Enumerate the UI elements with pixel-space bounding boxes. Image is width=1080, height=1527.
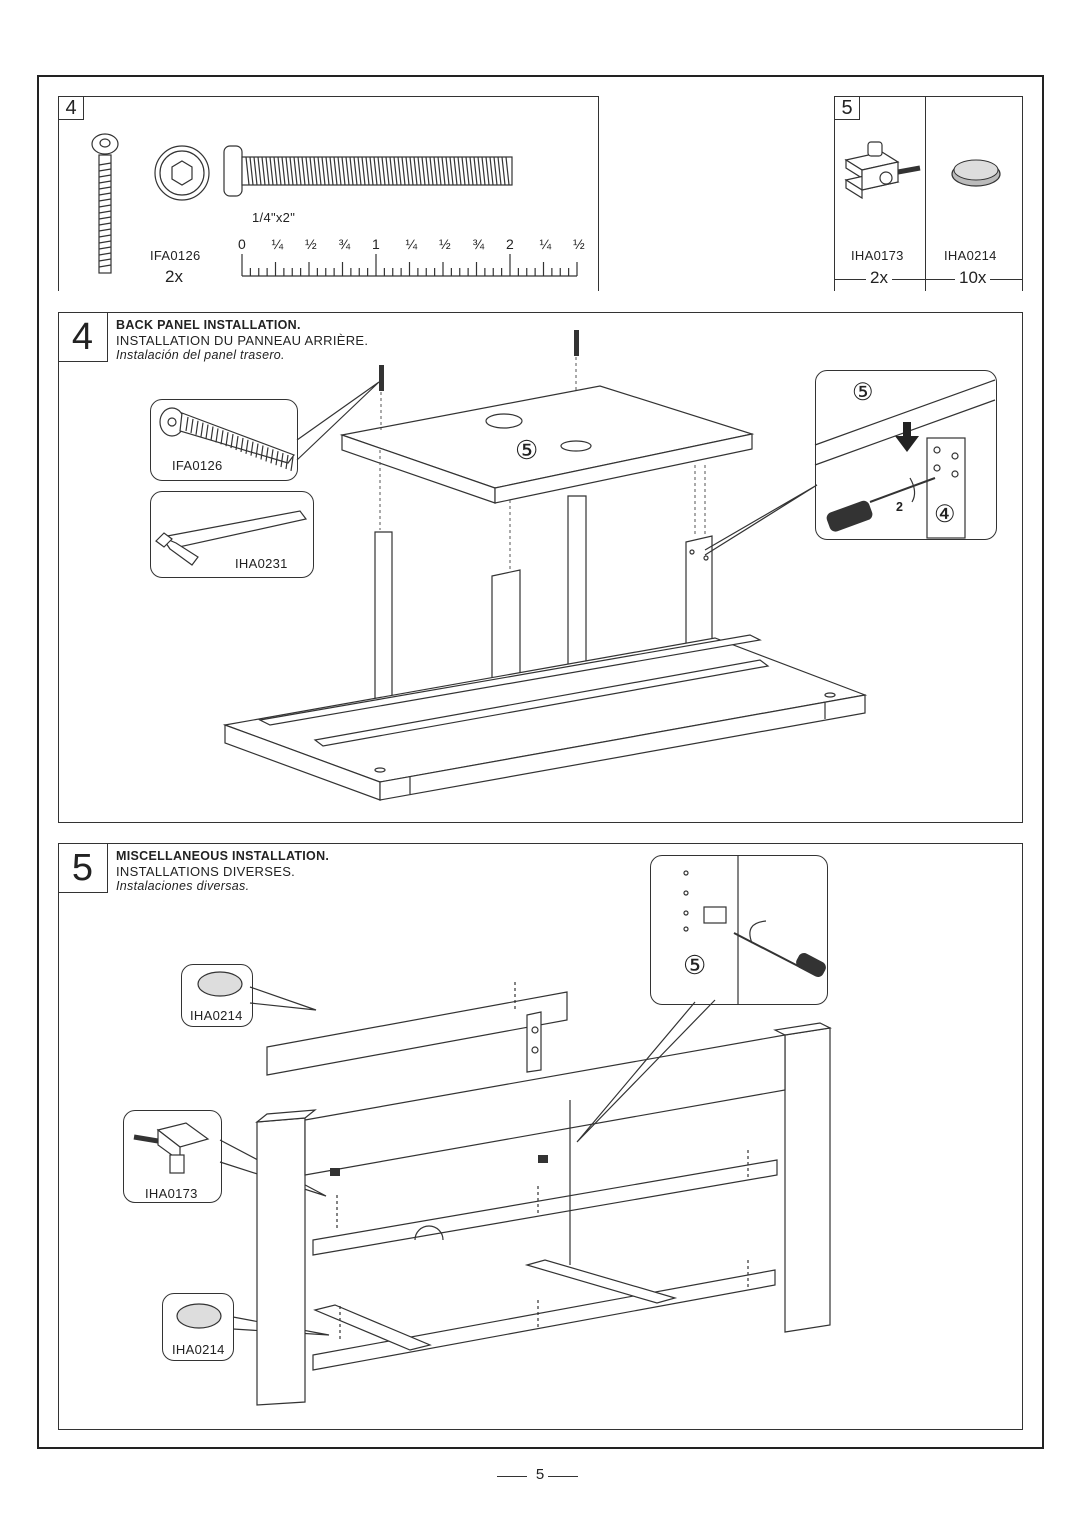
ruler-label: 2 — [506, 236, 514, 252]
step5-detail-drawing — [683, 855, 826, 1005]
ruler-label: 1 — [372, 236, 380, 252]
part-code-iha0173: IHA0173 — [851, 248, 904, 263]
step5-callout-glide-bottom-code: IHA0214 — [172, 1342, 225, 1357]
step4-title-fr: INSTALLATION DU PANNEAU ARRIÈRE. — [116, 333, 369, 348]
ruler-label: ¾ — [472, 236, 485, 252]
step4-panel-marker: ⑤ — [515, 435, 539, 465]
step5-titles: MISCELLANEOUS INSTALLATION. INSTALLATION… — [116, 849, 329, 894]
hardware-box-divider — [925, 96, 926, 291]
bolt-head-hex-icon — [154, 145, 210, 201]
part-qty-ifa0126: 2x — [165, 267, 183, 286]
step4-detail-marker-side: ④ — [934, 501, 956, 528]
step4-titles: BACK PANEL INSTALLATION. INSTALLATION DU… — [116, 318, 368, 363]
step4-number: 4 — [58, 312, 108, 362]
qty-line — [834, 279, 1023, 280]
step5-number: 5 — [58, 843, 108, 893]
step4-title-en: BACK PANEL INSTALLATION. — [116, 318, 301, 332]
clip-callout-icon — [133, 1122, 210, 1174]
furniture-glide-icon — [951, 159, 1001, 187]
glide-bottom-icon — [176, 1303, 222, 1329]
step5-title-fr: INSTALLATIONS DIVERSES. — [116, 864, 296, 879]
bolt-horizontal-icon — [223, 145, 513, 197]
ruler-label: ¼ — [271, 236, 284, 252]
step5-detail-pointer — [576, 999, 716, 1143]
step4-detail-marker-top: ⑤ — [852, 379, 874, 406]
ruler-label: ½ — [573, 236, 585, 252]
ruler-label: ¾ — [338, 236, 351, 252]
step4-callout-hexkey-code: IHA0231 — [235, 556, 288, 571]
page-number: 5 — [535, 1466, 545, 1483]
ruler-scale — [241, 254, 578, 277]
ruler-label: ½ — [305, 236, 317, 252]
step4-callout-bolt-code: IFA0126 — [172, 458, 223, 473]
ruler: 0 ¼ ½ ¾ 1 ¼ ½ ¾ 2 ¼ ½ — [236, 236, 586, 284]
step4-callout-bolt-icon — [159, 407, 295, 471]
hardware-step5-tag: 5 — [834, 96, 860, 120]
step4-panel — [58, 312, 1023, 823]
bolt-vertical-icon — [91, 133, 119, 274]
step5-title-en: MISCELLANEOUS INSTALLATION. — [116, 849, 330, 863]
step4-detail-pointer — [704, 484, 818, 556]
footer-rule-right — [548, 1476, 578, 1477]
part-code-ifa0126: IFA0126 — [150, 248, 201, 263]
footer-rule-left — [497, 1476, 527, 1477]
step5-detail-view — [650, 855, 828, 1005]
ruler-label: ½ — [439, 236, 451, 252]
step5-panel — [58, 843, 1023, 1430]
hardware-box-step4 — [58, 96, 599, 291]
bolt-size-label: 1/4"x2" — [252, 210, 296, 225]
page-frame — [37, 75, 1044, 1449]
step5-glide-top-pointer — [249, 986, 317, 1011]
step5-callout-glide-top-code: IHA0214 — [190, 1008, 243, 1023]
step4-detail-drawing — [814, 379, 996, 539]
hardware-box-step5 — [834, 96, 1023, 291]
hex-key-icon — [155, 510, 308, 566]
step4-detail-turns: 2 — [896, 500, 904, 514]
part-code-iha0214: IHA0214 — [944, 248, 997, 263]
ruler-label: 0 — [238, 236, 246, 252]
glide-top-icon — [197, 971, 243, 997]
ruler-label: ¼ — [539, 236, 552, 252]
step5-clip-pointer — [219, 1139, 327, 1197]
step5-assembly-diagram — [255, 982, 832, 1406]
part-qty-iha0214: 10x — [955, 268, 991, 288]
part-qty-iha0173: 2x — [866, 268, 892, 288]
step5-callout-clip-code: IHA0173 — [145, 1186, 198, 1201]
step5-title-es: Instalaciones diversas. — [116, 879, 250, 893]
step4-assembly-diagram — [222, 330, 868, 801]
ruler-label: ¼ — [405, 236, 418, 252]
step4-title-es: Instalación del panel trasero. — [116, 348, 285, 362]
cam-clip-icon — [844, 141, 921, 200]
step5-detail-marker: ⑤ — [683, 950, 707, 980]
hardware-step4-tag: 4 — [58, 96, 84, 120]
